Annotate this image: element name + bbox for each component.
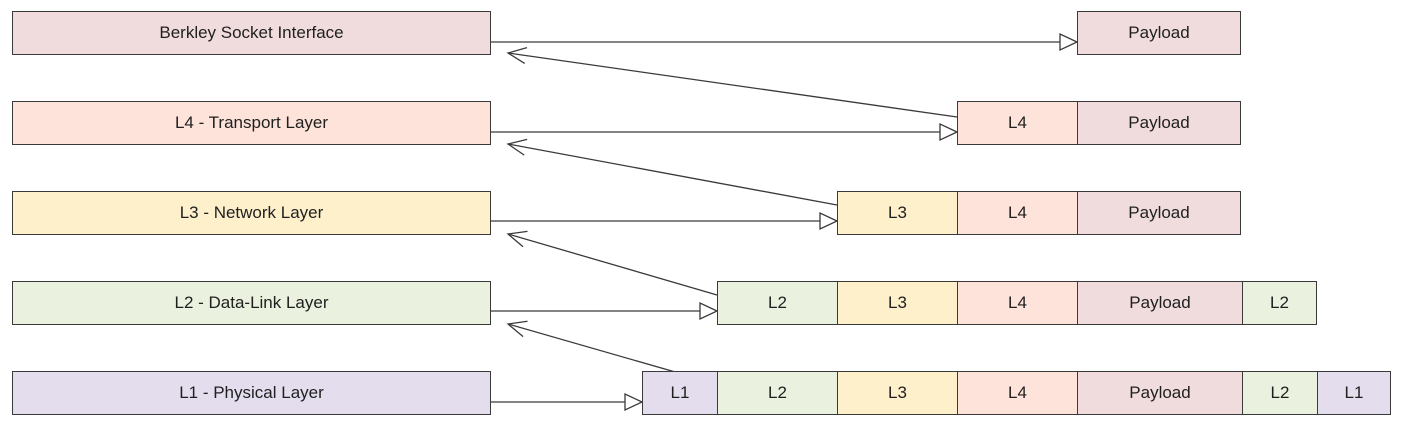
segment-label: L4 (1008, 113, 1027, 132)
frame-l2-header-l3: L3 (837, 281, 958, 325)
segment-label: L2 (1270, 293, 1289, 312)
frame-l1-trailer-l1: L1 (1317, 371, 1391, 415)
segment-label: L2 (768, 293, 787, 312)
encapsulation-arrow-line (507, 52, 958, 118)
layer-label-l3: L3 - Network Layer (179, 203, 324, 222)
frame-l2-header-l2: L2 (717, 281, 838, 325)
layer-box-l1: L1 - Physical Layer (12, 371, 491, 415)
frame-l1-header-l1: L1 (642, 371, 718, 415)
frame-l4-payload: Payload (1077, 101, 1241, 145)
layer-label-l2: L2 - Data-Link Layer (174, 293, 329, 312)
encapsulation-arrow-line (507, 143, 838, 206)
encapsulation-arrowhead-icon (506, 138, 528, 156)
segment-label: L1 (670, 383, 690, 402)
segment-label: L1 (1344, 383, 1364, 402)
segment-label: L4 (1008, 293, 1027, 312)
layer-label-l4: L4 - Transport Layer (174, 113, 329, 132)
layer-box-l2: L2 - Data-Link Layer (12, 281, 491, 325)
frame-l4-header-l4: L4 (957, 101, 1078, 145)
encapsulation-arrowhead-icon (506, 46, 528, 65)
frame-l3-header-l3: L3 (837, 191, 958, 235)
segment-label: L3 (888, 383, 907, 402)
segment-label: L2 (1270, 383, 1290, 402)
frame-l1-header-l3: L3 (837, 371, 958, 415)
frame-l1-trailer-l2: L2 (1242, 371, 1318, 415)
segment-label: Payload (1128, 23, 1190, 42)
frame-l2-header-l4: L4 (957, 281, 1078, 325)
arrows (491, 32, 1079, 412)
frame-l1-header-l2: L2 (717, 371, 838, 415)
layer-box-socket: Berkley Socket Interface (12, 11, 491, 55)
layer-label-l1: L1 - Physical Layer (179, 383, 324, 402)
segment-label: Payload (1129, 383, 1191, 402)
forward-arrowhead-icon (939, 122, 959, 142)
forward-arrowhead-icon (819, 211, 839, 231)
segment-label: Payload (1128, 203, 1190, 222)
segment-label: L2 (768, 383, 787, 402)
frame-l3-payload: Payload (1077, 191, 1241, 235)
frame-l1-payload: Payload (1077, 371, 1243, 415)
segment-label: Payload (1129, 293, 1191, 312)
layer-label-socket: Berkley Socket Interface (159, 23, 344, 42)
encapsulation-arrow-line (507, 233, 718, 296)
segment-label: L4 (1008, 203, 1027, 222)
encapsulation-arrowhead-icon (506, 320, 528, 338)
frame-socket-payload: Payload (1077, 11, 1241, 55)
segment-label: Payload (1128, 113, 1190, 132)
forward-arrowhead-icon (624, 392, 644, 412)
segment-label: L3 (888, 203, 907, 222)
frame-l1-header-l4: L4 (957, 371, 1078, 415)
forward-arrowhead-icon (1059, 32, 1079, 52)
frame-l2-trailer-l2: L2 (1242, 281, 1317, 325)
layer-box-l4: L4 - Transport Layer (12, 101, 491, 145)
forward-arrowhead-icon (699, 301, 719, 321)
frame-l2-payload: Payload (1077, 281, 1243, 325)
segment-label: L4 (1008, 383, 1027, 402)
encapsulation-arrowhead-icon (506, 230, 528, 248)
segment-label: L3 (888, 293, 907, 312)
frame-l3-header-l4: L4 (957, 191, 1078, 235)
layer-box-l3: L3 - Network Layer (12, 191, 491, 235)
